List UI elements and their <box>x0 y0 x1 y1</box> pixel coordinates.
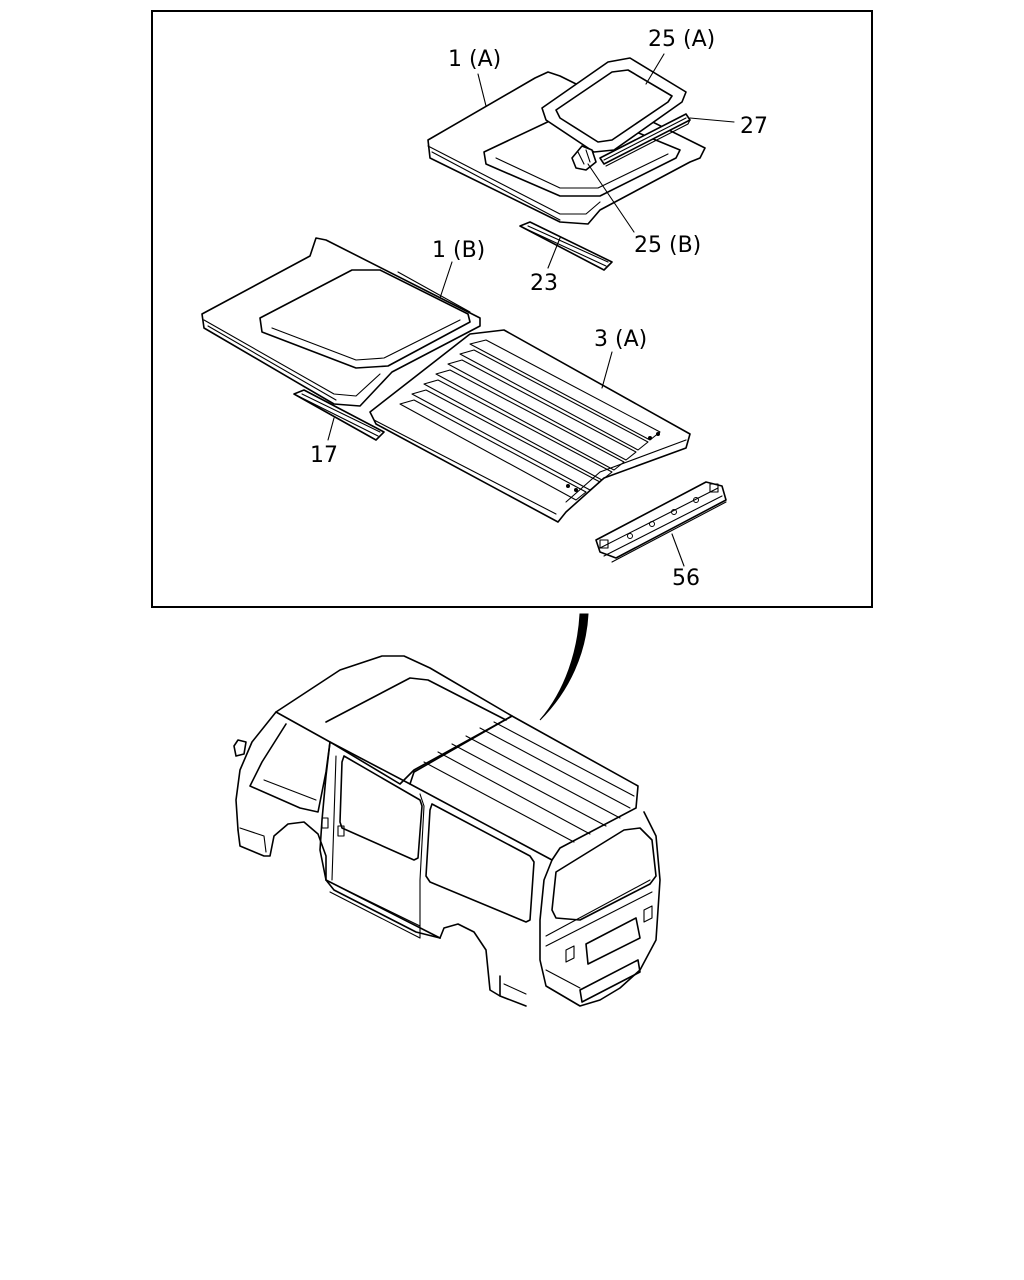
callout-25b: 25 (B) <box>634 233 701 258</box>
part-roof-panel-front <box>201 237 481 407</box>
part-roof-panel-rear-ribbed <box>369 329 691 523</box>
callout-56: 56 <box>672 566 700 591</box>
van-body <box>233 655 661 1007</box>
callout-23: 23 <box>530 271 558 296</box>
detail-pointer <box>539 613 589 721</box>
part-sunroof-frame <box>541 57 687 153</box>
callout-1b: 1 (B) <box>432 238 485 263</box>
leader-lines <box>327 53 735 567</box>
part-deflector-strip <box>599 113 691 167</box>
callout-labels: 1 (A) 25 (A) 27 25 (B) 23 1 (B) 3 (A) 17… <box>310 27 768 591</box>
callout-3a: 3 (A) <box>594 327 647 352</box>
part-rear-header-rail <box>595 481 727 563</box>
part-front-roof-rail <box>519 221 613 271</box>
callout-17: 17 <box>310 443 338 468</box>
roof-ribs <box>399 339 661 501</box>
part-sunroof-bracket <box>571 145 597 171</box>
callout-27: 27 <box>740 114 768 139</box>
detail-frame <box>151 10 873 608</box>
callout-1a: 1 (A) <box>448 47 501 72</box>
callout-25a: 25 (A) <box>648 27 715 52</box>
part-side-roof-rail <box>293 389 385 441</box>
